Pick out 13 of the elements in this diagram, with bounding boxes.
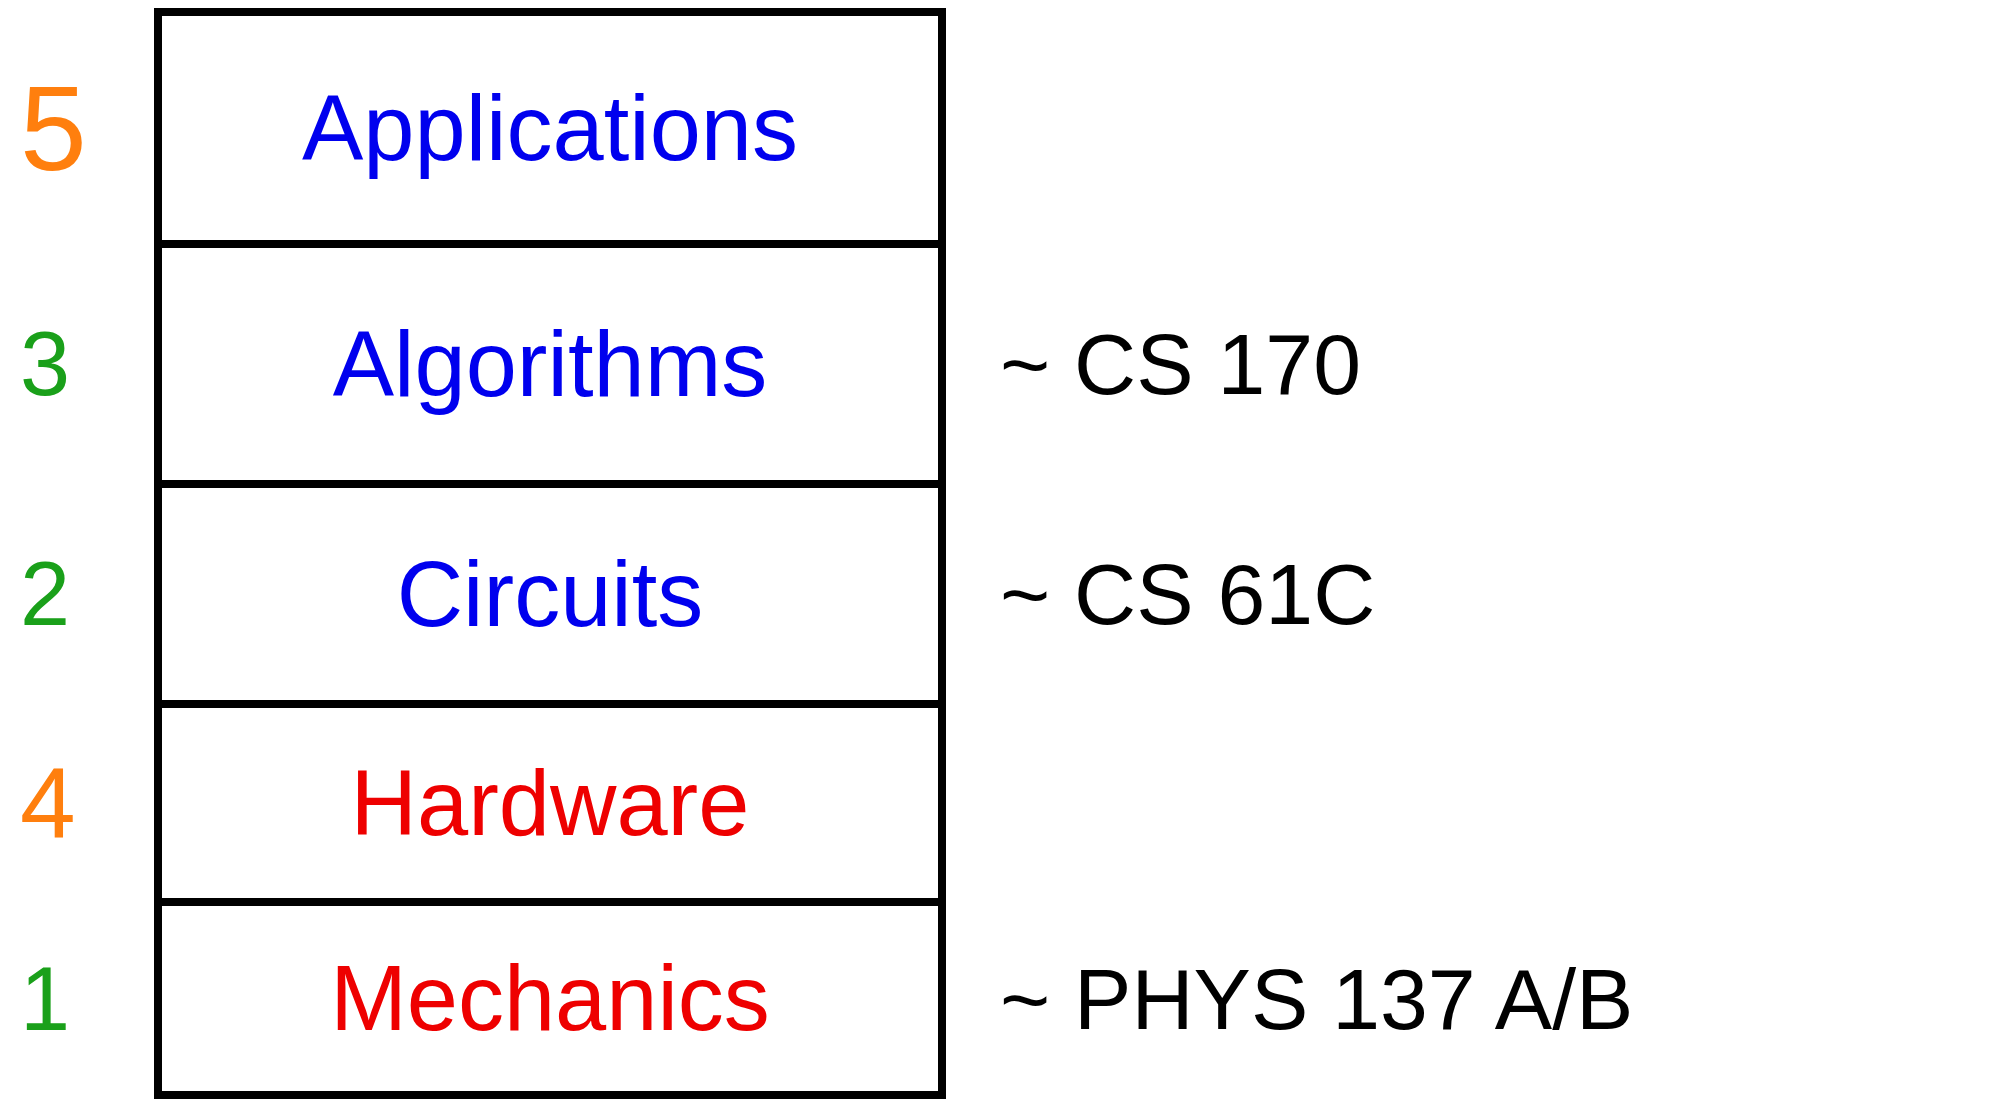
- layer-label: Circuits: [396, 541, 704, 647]
- layer-number: 4: [20, 753, 76, 853]
- layer-number: 3: [20, 319, 71, 409]
- layer-label: Mechanics: [330, 946, 770, 1051]
- layer-number: 1: [20, 953, 71, 1044]
- layer-label: Applications: [301, 75, 799, 181]
- layer-label: Hardware: [350, 750, 750, 856]
- course-label: ~ CS 170: [1000, 321, 1361, 407]
- course-label: ~ CS 61C: [1000, 551, 1376, 637]
- layer-number: 2: [20, 549, 71, 639]
- layer-number: 5: [20, 68, 87, 188]
- course-label: ~ PHYS 137 A/B: [1000, 955, 1634, 1042]
- layer-label: Algorithms: [332, 311, 768, 417]
